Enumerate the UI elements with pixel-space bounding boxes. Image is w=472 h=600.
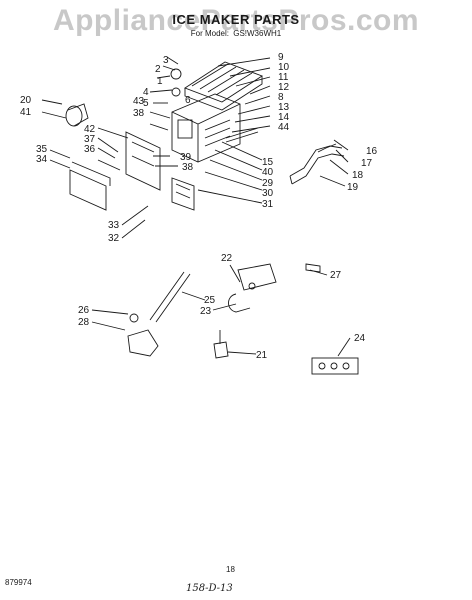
callout-26: 26: [78, 305, 90, 316]
callout-3: 3: [163, 55, 169, 66]
callout-36: 36: [84, 144, 96, 155]
callout-12: 12: [278, 82, 290, 93]
callout-32: 32: [108, 233, 120, 244]
callout-18: 18: [352, 170, 364, 181]
callout-29: 29: [262, 178, 274, 189]
callout-30: 30: [262, 188, 274, 199]
model-line: For Model: GS!W36WH1: [0, 29, 472, 38]
model-number: GS!W36WH1: [233, 29, 282, 38]
callout-22: 22: [221, 253, 233, 264]
callout-38-top: 38: [133, 108, 145, 119]
callout-35: 35: [36, 144, 48, 155]
callout-16: 16: [366, 146, 378, 157]
callout-43: 43: [133, 96, 145, 107]
callout-38: 38: [182, 162, 194, 173]
callout-41: 41: [20, 107, 32, 118]
callout-14: 14: [278, 112, 290, 123]
callout-8: 8: [278, 92, 284, 103]
callout-15: 15: [262, 157, 274, 168]
callout-2: 2: [155, 64, 161, 75]
callout-33: 33: [108, 220, 120, 231]
callout-19: 19: [347, 182, 359, 193]
callout-44: 44: [278, 122, 290, 133]
callout-28: 28: [78, 317, 90, 328]
callout-4: 4: [143, 87, 149, 98]
callout-27: 27: [330, 270, 342, 281]
callout-34: 34: [36, 154, 48, 165]
callout-numbers: 3 2 1 4 5 6 9 10 11 12 8 13 14 44 43 38 …: [20, 52, 378, 361]
callout-23: 23: [200, 306, 212, 317]
callout-40: 40: [262, 167, 274, 178]
callout-42: 42: [84, 124, 96, 135]
callout-5: 5: [143, 98, 149, 109]
callout-25: 25: [204, 295, 216, 306]
callout-39: 39: [180, 152, 192, 163]
callout-1: 1: [157, 76, 163, 87]
callout-24: 24: [354, 333, 366, 344]
callout-21: 21: [256, 350, 268, 361]
diagram-title: ICE MAKER PARTS: [172, 12, 300, 27]
document-number: 879974: [5, 578, 32, 587]
callout-6: 6: [185, 95, 191, 106]
callout-17: 17: [361, 158, 373, 169]
callout-10: 10: [278, 62, 290, 73]
handwritten-note: 158-D-13: [186, 583, 233, 594]
model-label: For Model:: [190, 29, 229, 38]
site-watermark: AppliancePartsPros.com: [52, 4, 420, 37]
callout-31: 31: [262, 199, 274, 210]
callout-9: 9: [278, 52, 284, 63]
page-number: 18: [226, 565, 235, 574]
callout-11: 11: [278, 72, 289, 83]
callout-20: 20: [20, 95, 32, 106]
callout-37: 37: [84, 134, 96, 145]
callout-13: 13: [278, 102, 290, 113]
